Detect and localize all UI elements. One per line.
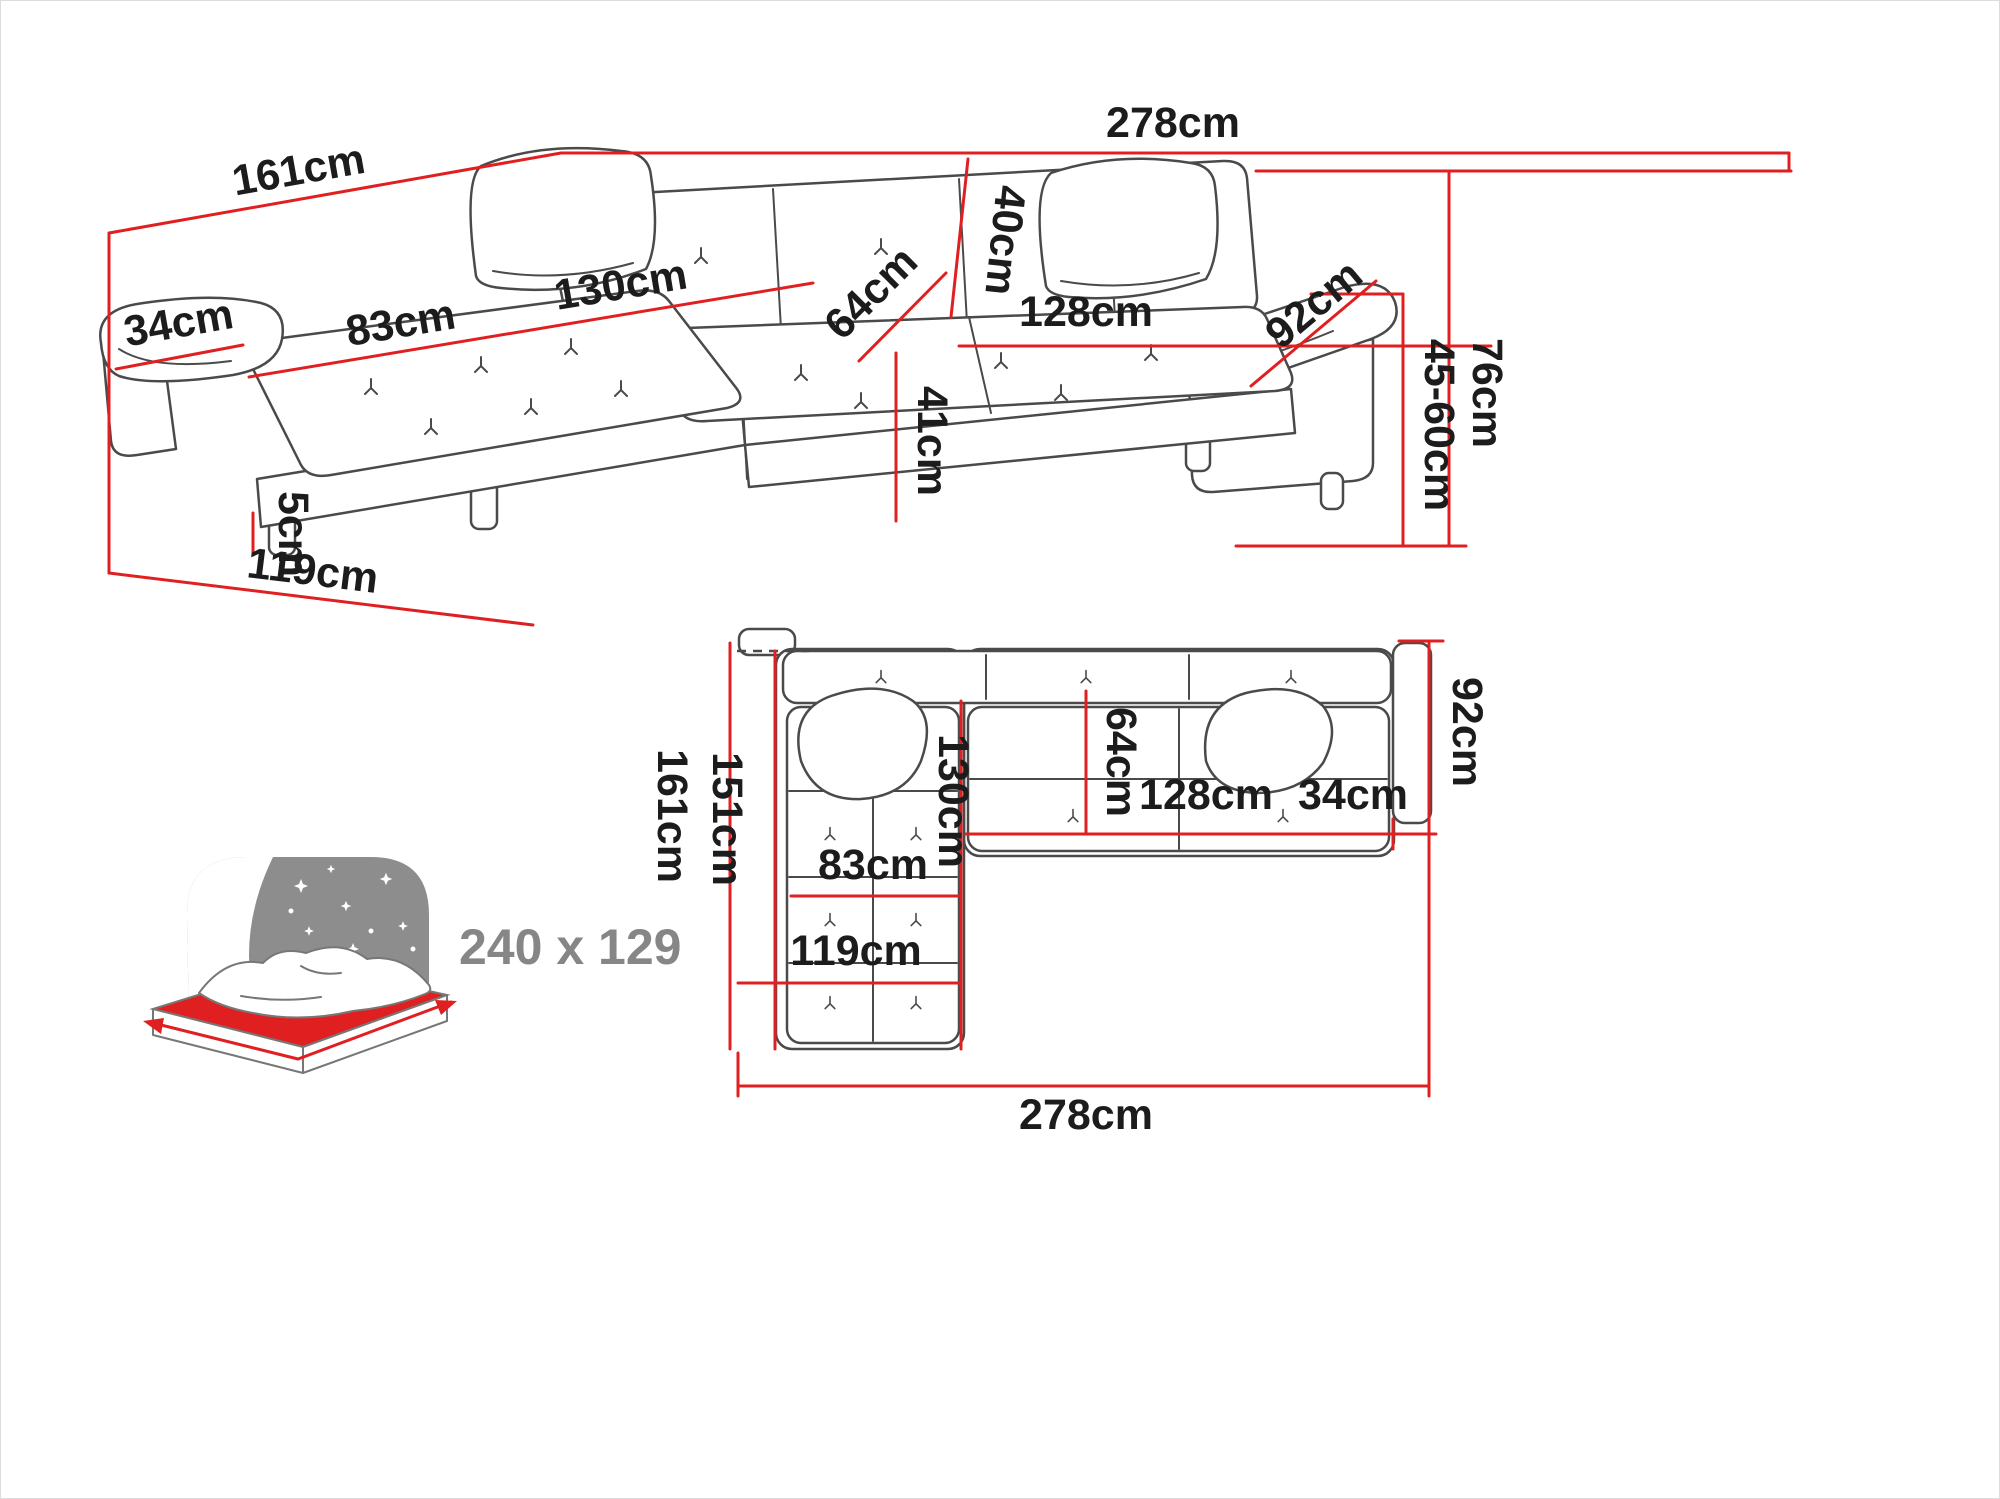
bed-size-arrows (143, 1000, 457, 1061)
backrest-seam (772, 188, 782, 330)
right-pillow-crease (1060, 272, 1200, 287)
bed-headboard-crescent (187, 857, 273, 1005)
dim-label-top-chaise-length: 130cm (929, 734, 977, 868)
dim-label-top-corner-seat-depth: 64cm (1097, 707, 1145, 817)
bed-mattress-side-right (302, 994, 448, 1074)
bed-duvet-wrinkle (300, 965, 342, 975)
dim-label-top-chaise-cushion-width: 83cm (818, 841, 928, 889)
dim-label-seat-height: 41cm (908, 386, 956, 496)
dim-label-top-depth-total: 161cm (648, 749, 696, 883)
bed-size-label: 240 x 129 (459, 919, 681, 975)
perspective-view: 278cm 161cm 34cm 83cm 130cm 40cm 64cm 12… (99, 99, 1793, 627)
top-left-armrest (737, 627, 797, 657)
dim-label-top-width-total: 278cm (1019, 1091, 1153, 1139)
dim-label-total-height: 76cm (1463, 338, 1511, 448)
dim-label-depth-total: 161cm (228, 135, 368, 206)
dim-label-backrest-height: 40cm (975, 183, 1034, 297)
dim-label-top-armrest-width: 34cm (1298, 771, 1408, 819)
backrest-seam (958, 178, 968, 324)
bed-duvet-wrinkle (240, 995, 322, 1001)
top-right-pillow (1203, 687, 1334, 795)
perspective-dimension-lines (107, 151, 1793, 627)
dim-label-top-chaise-outer-width: 119cm (790, 927, 922, 975)
right-pillow (1038, 157, 1219, 300)
dim-label-top-seat-width: 128cm (1139, 771, 1273, 819)
dim-label-leg-height: 5cm (269, 491, 317, 577)
top-right-armrest (1391, 641, 1433, 825)
top-left-pillow (797, 687, 929, 801)
left-pillow-crease (492, 262, 634, 277)
dim-label-top-depth-inner: 151cm (703, 752, 751, 886)
left-armrest-seam (118, 348, 232, 366)
top-view-dimension-lines (728, 639, 1445, 1098)
sleeping-function-icon: 240 x 129 (143, 857, 681, 1074)
dim-label-headrest-height: 45-60cm (1415, 339, 1463, 511)
top-view: 161cm 151cm 130cm 64cm 128cm 34cm 83cm 1… (648, 627, 1491, 1139)
bed-duvet (198, 946, 432, 1019)
seat-seam (968, 316, 992, 414)
dim-label-seat-width: 128cm (1019, 288, 1153, 336)
dim-label-top-right-depth: 92cm (1443, 677, 1491, 787)
dim-label-width-total: 278cm (1106, 99, 1240, 147)
